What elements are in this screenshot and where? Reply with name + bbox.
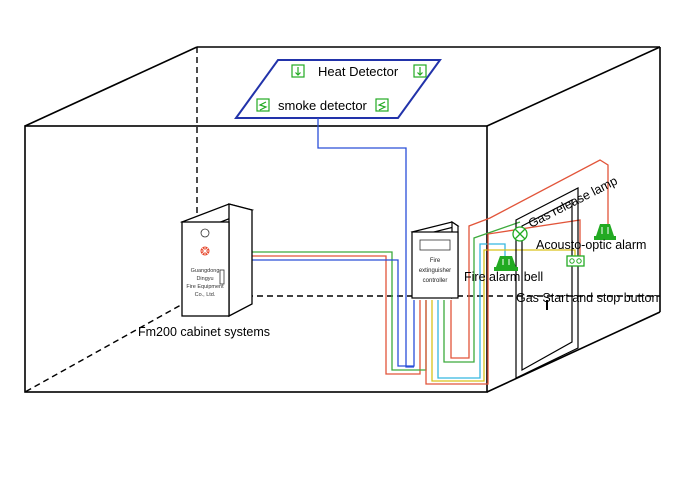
wire-bell-green [443, 221, 521, 363]
wire-button-red [425, 219, 581, 385]
wiring [250, 118, 609, 385]
wire-cabinet-blue [250, 259, 415, 367]
fire-extinguisher-controller: Fire extinguisher controller [410, 220, 460, 300]
smoke-detector-icon [375, 98, 389, 112]
acousto-optic-alarm-label: Acousto-optic alarm [536, 238, 646, 252]
cabinet-logo-icon [200, 228, 210, 256]
heat-detector-icon [413, 64, 427, 78]
wire-cabinet-red [250, 255, 421, 375]
cabinet-text-line3: Fire Equipment [186, 284, 224, 290]
controller-text-line1: Fire [430, 258, 441, 264]
cabinet-text-line4: Co., Ltd. [195, 292, 216, 298]
fm200-cabinet: Guangdong Dingyu Fire Equipment Co., Ltd… [179, 203, 255, 318]
gas-button-label: Gas Start and stop button [516, 291, 658, 305]
gas-button-icon [566, 255, 585, 267]
cabinet-text-line1: Guangdong [191, 268, 220, 274]
gas-release-lamp-icon [512, 226, 528, 242]
wire-cabinet-green [250, 251, 427, 371]
room-top-left-edge [24, 46, 198, 127]
wire-detector-blue [317, 118, 414, 368]
cabinet-handle [219, 269, 225, 285]
acousto-optic-alarm-icon [594, 224, 616, 240]
heat-detector-label: Heat Detector [318, 64, 399, 79]
hidden-floor-left-edge [24, 295, 198, 393]
controller-text-line2: extinguisher [419, 268, 451, 274]
cabinet-system-label: Fm200 cabinet systems [138, 325, 270, 339]
fire-alarm-bell-label: Fire alarm bell [464, 270, 543, 284]
gas-release-lamp-label: Gas release lamp [526, 174, 620, 231]
room-front-face [24, 125, 488, 393]
smoke-detector-icon [256, 98, 270, 112]
smoke-detector-label: smoke detector [278, 98, 368, 113]
ceiling-detector-panel: Heat Detector smoke detector [234, 59, 442, 119]
fire-alarm-bell-icon [494, 256, 518, 271]
controller-text-line3: controller [423, 278, 448, 284]
controller-display [419, 239, 451, 251]
room-top-right-edge [486, 46, 661, 127]
wire-button-yellow [431, 249, 576, 382]
room-bottom-right-edge [486, 311, 661, 393]
wire-bell-cyan [437, 243, 506, 379]
cabinet-text-line2: Dingyu [196, 276, 213, 282]
heat-detector-icon [291, 64, 305, 78]
wire-lamp-red [450, 159, 609, 359]
door [515, 187, 579, 379]
